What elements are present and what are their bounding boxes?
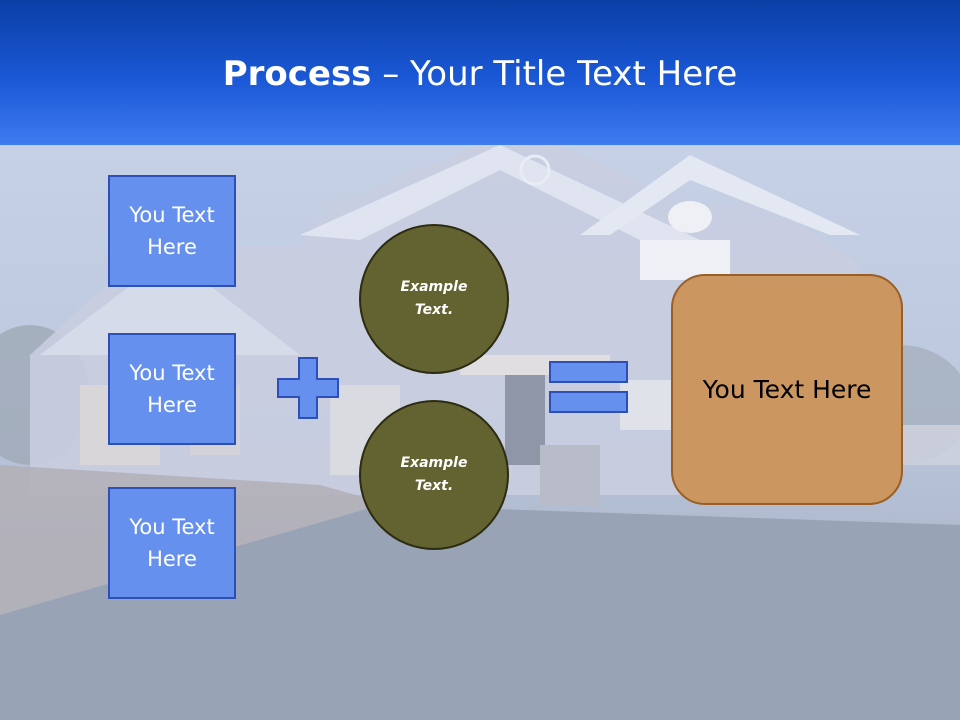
- title-rest: – Your Title Text Here: [371, 54, 738, 94]
- title-bold: Process: [222, 54, 372, 94]
- example-circle-1[interactable]: Example Text.: [359, 224, 509, 374]
- example-circle-2[interactable]: Example Text.: [359, 400, 509, 550]
- page-title: Process – Your Title Text Here: [0, 52, 960, 96]
- result-box[interactable]: You Text Here: [671, 274, 903, 505]
- equals-icon: [549, 361, 628, 413]
- text-box-2[interactable]: You Text Here: [108, 333, 236, 445]
- plus-icon: [277, 357, 339, 419]
- text-box-3[interactable]: You Text Here: [108, 487, 236, 599]
- title-bar: Process – Your Title Text Here: [0, 0, 960, 145]
- text-box-1[interactable]: You Text Here: [108, 175, 236, 287]
